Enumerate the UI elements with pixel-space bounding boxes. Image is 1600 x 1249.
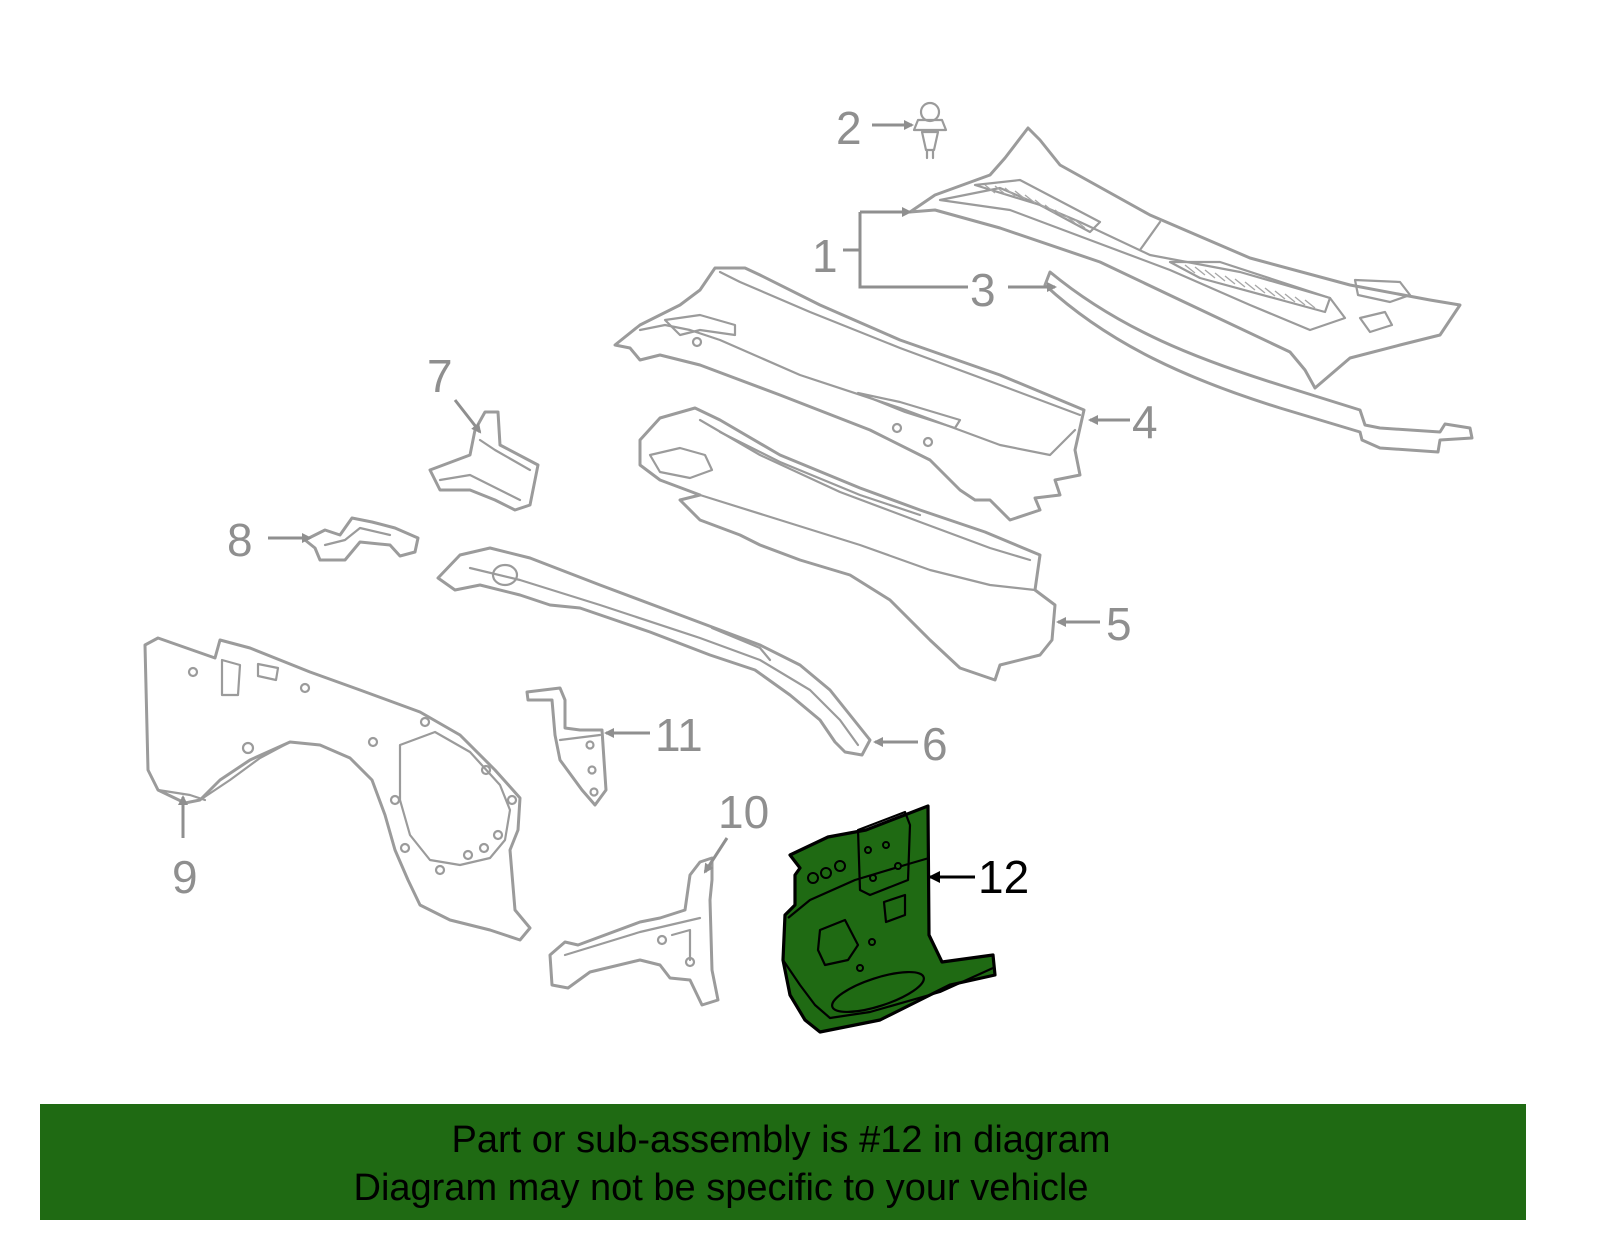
callout-1: 1 (812, 230, 838, 282)
callout-11: 11 (655, 709, 703, 761)
part-7-bracket (428, 410, 540, 512)
callout-2: 2 (836, 102, 862, 154)
part-6-cross-brace (436, 546, 872, 757)
callout-6: 6 (922, 718, 948, 770)
callout-8: 8 (227, 514, 253, 566)
callout-12: 12 (978, 851, 1029, 903)
callout-10: 10 (718, 786, 769, 838)
part-10-reinforcement (548, 856, 720, 1007)
part-1-cowl-panel (908, 126, 1462, 390)
callout-3: 3 (970, 264, 996, 316)
part-11-hinge-bracket (525, 686, 608, 807)
leader-lines (178, 120, 1130, 883)
callouts: 1 2 3 4 5 6 7 8 9 10 11 12 (172, 102, 1158, 903)
part-12-cowl-side-panel (781, 804, 997, 1034)
callout-7: 7 (427, 350, 453, 402)
part-8-bracket (303, 516, 420, 562)
part-2-clip (912, 101, 948, 160)
callout-5: 5 (1106, 598, 1132, 650)
banner-part-note: Part or sub-assembly is #12 in diagram (451, 1119, 1111, 1161)
part-5-cowl-lower (638, 406, 1057, 682)
callout-4: 4 (1132, 396, 1158, 448)
part-3-seal (1043, 270, 1474, 454)
part-9-wheelhouse (143, 636, 532, 942)
callout-9: 9 (172, 851, 198, 903)
banner-disclaimer: Diagram may not be specific to your vehi… (353, 1167, 1089, 1209)
info-banner: Part or sub-assembly is #12 in diagram D… (40, 1104, 1526, 1220)
part-4-cowl-vent (613, 266, 1086, 522)
